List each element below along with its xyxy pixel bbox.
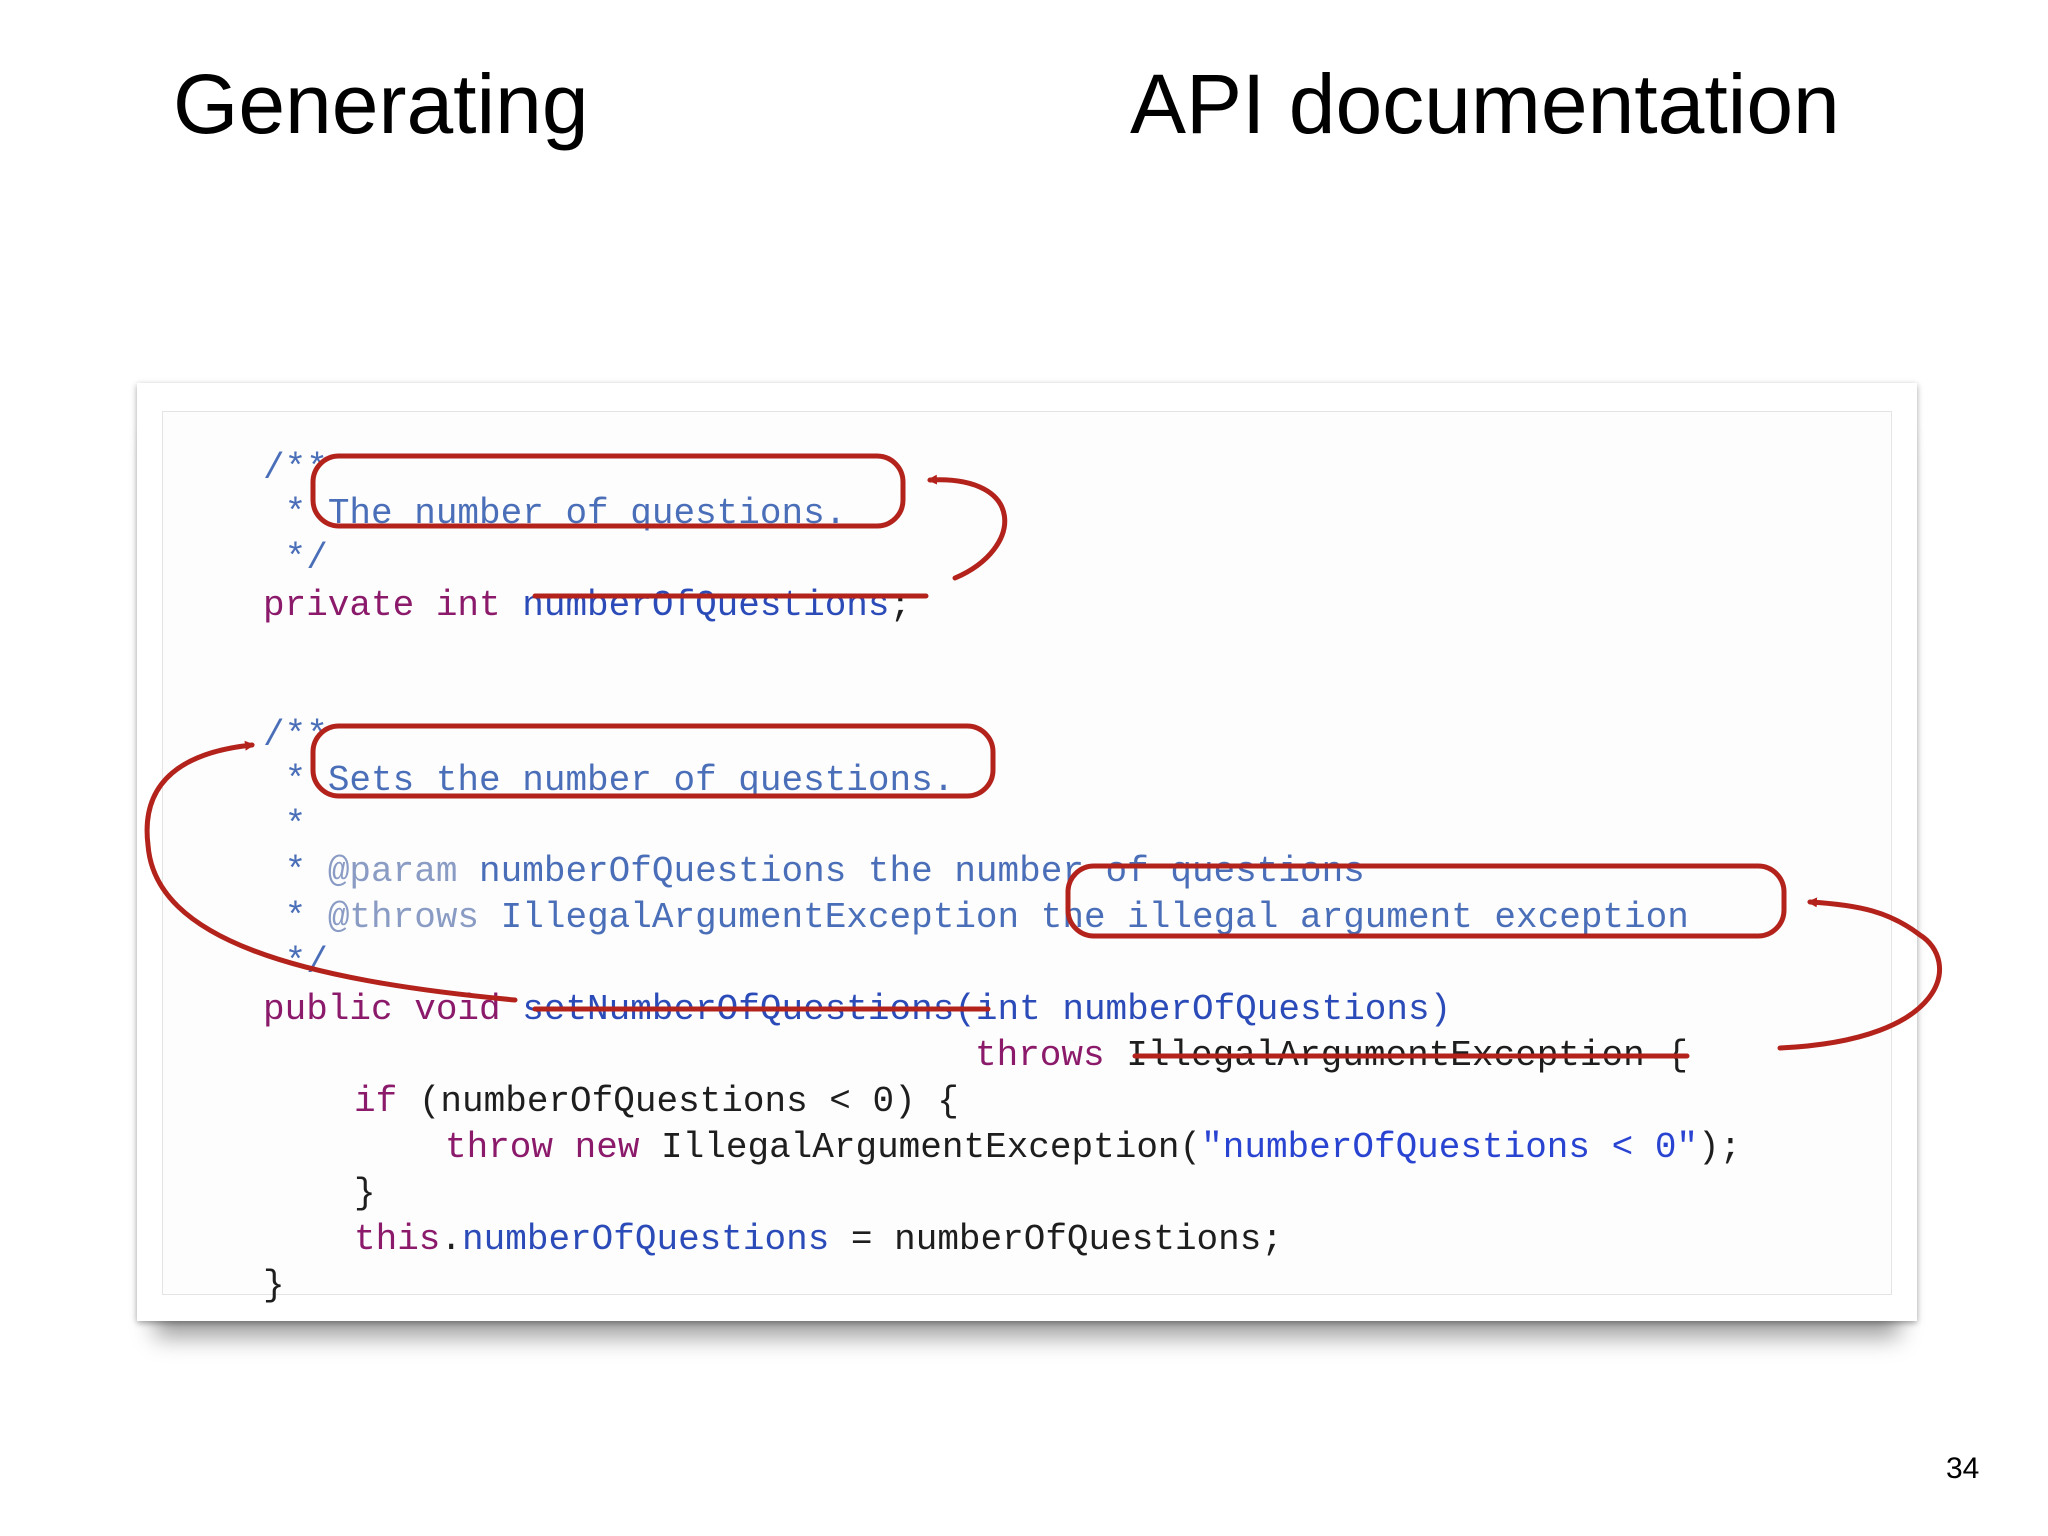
- semicolon: ;: [889, 585, 912, 626]
- dot: .: [440, 1219, 463, 1260]
- param-tag: @param: [327, 851, 458, 892]
- code-line-3: */: [263, 538, 328, 579]
- code-block: /** * The number of questions. */ privat…: [162, 411, 1892, 1306]
- code-card: /** * The number of questions. */ privat…: [137, 383, 1917, 1321]
- assignment: = numberOfQuestions;: [829, 1219, 1283, 1260]
- code-line-4: private int numberOfQuestions;: [263, 583, 911, 629]
- exception-message: "numberOfQuestions < 0": [1201, 1127, 1699, 1168]
- code-line-5: /**: [263, 715, 328, 756]
- code-line-15: }: [354, 1173, 376, 1214]
- page-number: 34: [1946, 1452, 1980, 1485]
- code-line-11: public void setNumberOfQuestions(int num…: [263, 987, 1451, 1033]
- code-line-6: * Sets the number of questions.: [263, 758, 955, 804]
- slide-title-right: API documentation: [1130, 57, 1840, 151]
- method-doc-summary: Sets the number of questions.: [327, 760, 955, 801]
- code-line-7: *: [263, 805, 307, 846]
- exception-type: IllegalArgumentException: [1126, 1035, 1645, 1076]
- param-description: numberOfQuestions the number of question…: [457, 851, 1365, 892]
- keyword-private-int: private int: [263, 585, 523, 626]
- code-line-16: this.numberOfQuestions = numberOfQuestio…: [354, 1217, 1283, 1263]
- exception-constructor: IllegalArgumentException(: [661, 1127, 1202, 1168]
- field-name: numberOfQuestions: [522, 585, 890, 626]
- open-brace: {: [1644, 1035, 1688, 1076]
- code-line-12: throws IllegalArgumentException {: [975, 1033, 1688, 1079]
- keyword-this: this: [354, 1219, 441, 1260]
- code-line-9: * @throws IllegalArgumentException the i…: [263, 895, 1689, 941]
- comment-star: *: [263, 493, 328, 534]
- if-condition: (numberOfQuestions < 0) {: [397, 1081, 959, 1122]
- slide-title-left: Generating: [173, 57, 589, 151]
- code-line-1: /**: [263, 448, 328, 489]
- code-line-13: if (numberOfQuestions < 0) {: [354, 1079, 959, 1125]
- method-params: (int numberOfQuestions): [954, 989, 1452, 1030]
- code-line-17: }: [263, 1265, 285, 1306]
- code-line-2: * The number of questions.: [263, 491, 847, 537]
- field-reference: numberOfQuestions: [462, 1219, 830, 1260]
- code-line-14: throw new IllegalArgumentException("numb…: [445, 1125, 1741, 1171]
- throws-description: IllegalArgumentException the illegal arg…: [479, 897, 1689, 938]
- keyword-throws: throws: [975, 1035, 1127, 1076]
- code-line-10: */: [263, 942, 328, 983]
- field-doc-summary: The number of questions.: [327, 493, 847, 534]
- comment-star: *: [263, 897, 328, 938]
- code-line-8: * @param numberOfQuestions the number of…: [263, 849, 1365, 895]
- close-paren: );: [1698, 1127, 1742, 1168]
- comment-star: *: [263, 760, 328, 801]
- keyword-throw-new: throw new: [445, 1127, 662, 1168]
- keyword-if: if: [354, 1081, 398, 1122]
- throws-tag: @throws: [327, 897, 480, 938]
- keyword-public-void: public void: [263, 989, 523, 1030]
- comment-star: *: [263, 851, 328, 892]
- method-name: setNumberOfQuestions: [522, 989, 955, 1030]
